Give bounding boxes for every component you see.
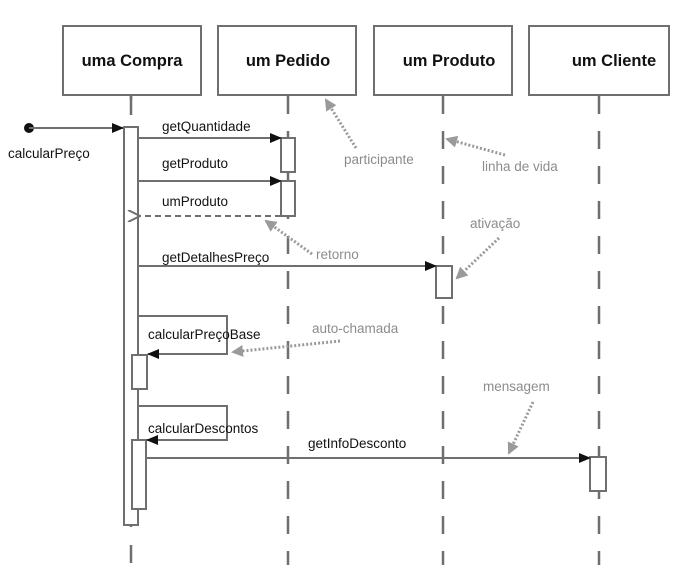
message-get-detalhes-preco[interactable]: getDetalhesPreço [138, 250, 437, 271]
annotation-mensagem: mensagem [483, 379, 550, 455]
participant-label: um Cliente [572, 52, 656, 70]
message-label: calcularDescontos [148, 421, 259, 436]
message-calcular-descontos[interactable]: calcularDescontos [138, 405, 259, 445]
annotation-label: participante [344, 152, 414, 167]
message-get-produto[interactable]: getProduto [138, 156, 282, 186]
message-label: getQuantidade [162, 119, 251, 134]
participant-um-cliente[interactable]: um Cliente [528, 25, 670, 96]
found-message-label: calcularPreço [8, 146, 90, 161]
participant-label: um Produto [403, 52, 496, 70]
message-get-info-desconto[interactable]: getInfoDesconto [146, 436, 591, 463]
annotation-linha-de-vida: linha de vida [445, 135, 558, 174]
annotation-auto-chamada: auto-chamada [231, 321, 399, 357]
participant-um-produto[interactable]: um Produto [373, 25, 513, 96]
annotation-label: retorno [316, 247, 359, 262]
participant-um-pedido[interactable]: um Pedido [217, 25, 357, 96]
activation-um-pedido-2 [280, 180, 296, 217]
message-calcular-preco-base[interactable]: calcularPreçoBase [138, 315, 261, 359]
activation-um-produto [435, 265, 453, 299]
participant-uma-compra[interactable]: uma Compra [62, 25, 202, 96]
annotation-ativacao: ativação [455, 216, 520, 280]
annotation-label: ativação [470, 216, 520, 231]
message-label: calcularPreçoBase [148, 327, 261, 342]
message-label: getInfoDesconto [308, 436, 406, 451]
participant-label: uma Compra [82, 52, 184, 70]
message-um-produto-return[interactable]: umProduto [140, 194, 281, 216]
activation-um-cliente [589, 456, 607, 492]
annotation-label: linha de vida [482, 159, 558, 174]
message-label: getDetalhesPreço [162, 250, 269, 265]
annotation-label: mensagem [483, 379, 550, 394]
participant-label: um Pedido [246, 52, 330, 70]
activation-self-2 [131, 439, 147, 510]
annotation-label: auto-chamada [312, 321, 399, 336]
annotation-retorno: retorno [264, 219, 359, 262]
activation-self-1 [131, 354, 148, 390]
message-label: umProduto [162, 194, 228, 209]
activation-uma-compra [123, 126, 139, 526]
message-get-quantidade[interactable]: getQuantidade [138, 119, 282, 143]
activation-um-pedido-1 [280, 137, 296, 173]
message-label: getProduto [162, 156, 228, 171]
annotation-participante: participante [324, 98, 414, 167]
